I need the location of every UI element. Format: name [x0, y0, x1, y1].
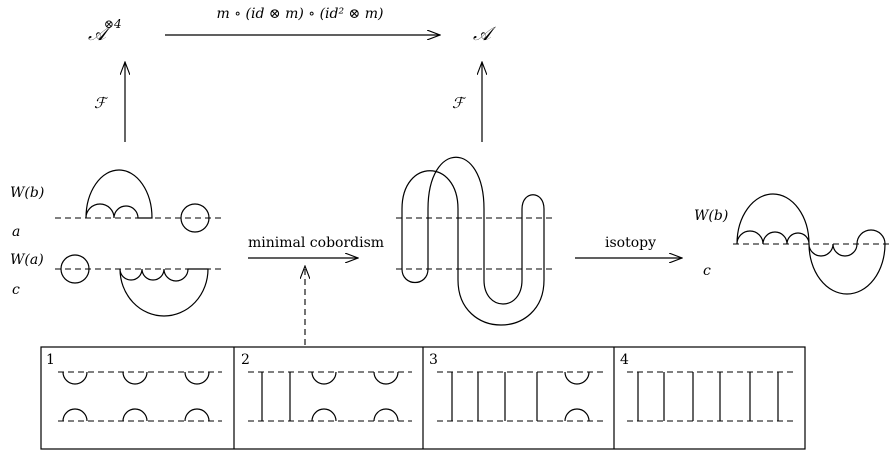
algebra-node: 𝒜 — [473, 23, 497, 45]
functor-label-left: ℱ — [94, 94, 109, 112]
panel-number-1: 1 — [46, 352, 55, 368]
bent-arc-lower — [119, 268, 209, 317]
panel-2-drawing — [248, 371, 412, 422]
panel-number-4: 4 — [620, 352, 629, 368]
multiplication-label: m ∘ (id ⊗ m) ∘ (id² ⊗ m) — [217, 6, 384, 22]
label-w-a: W(a) — [10, 252, 44, 268]
isotopy-label: isotopy — [605, 235, 656, 251]
bent-arc-upper — [85, 169, 153, 219]
minimal-cobordism-label: minimal cobordism — [248, 235, 384, 251]
panel-3-drawing — [437, 371, 604, 422]
functor-label-right: ℱ — [452, 94, 467, 112]
panel-number-2: 2 — [241, 352, 250, 368]
panel-1-drawing — [58, 371, 222, 422]
s-curve-lower — [808, 229, 886, 295]
label-c-right: c — [703, 263, 711, 279]
label-w-b-right: W(b) — [694, 208, 728, 224]
tensor-power-sup: ⊗4 — [104, 17, 122, 31]
label-a: a — [12, 224, 20, 240]
panel-number-3: 3 — [429, 352, 438, 368]
panel-4-drawing — [627, 371, 793, 422]
small-circle-upper — [180, 203, 210, 233]
label-w-b: W(b) — [10, 185, 44, 201]
small-circle-lower — [60, 254, 90, 284]
s-curve-upper — [736, 193, 810, 245]
s-band-surface — [401, 156, 545, 326]
label-c: c — [12, 282, 20, 298]
